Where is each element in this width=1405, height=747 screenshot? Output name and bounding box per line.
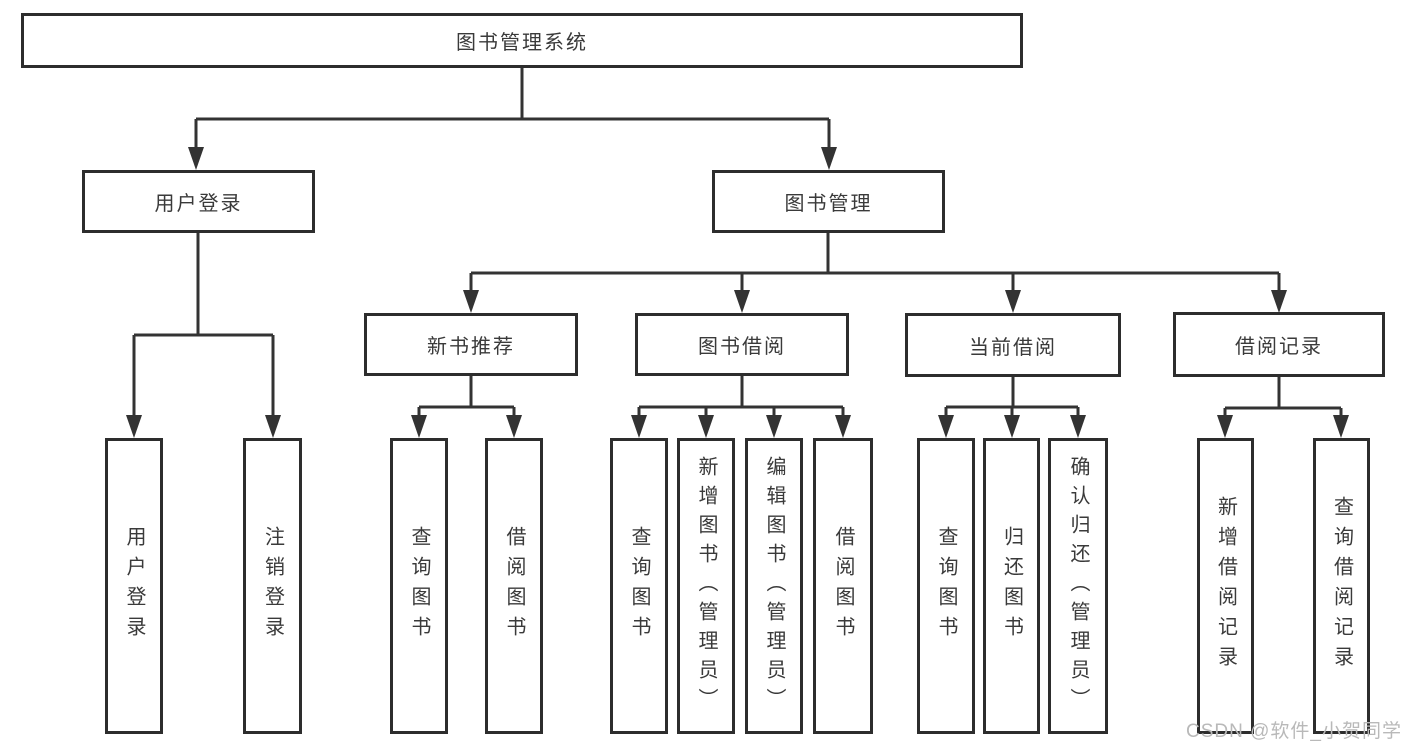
node-current-borrow-label: 当前借阅 bbox=[969, 336, 1057, 359]
leaf-query-borrow-record: 查询借阅记录 bbox=[1313, 438, 1370, 734]
node-user-login: 用户登录 bbox=[82, 170, 315, 233]
leaf-add-book-admin: 新增图书（管理员） bbox=[677, 438, 735, 734]
arrow-down-icon bbox=[698, 415, 714, 438]
connector-borrow-records-to-children bbox=[1223, 377, 1343, 434]
arrow-down-icon bbox=[835, 415, 851, 438]
arrow-down-icon bbox=[938, 415, 954, 438]
node-borrow-records-label: 借阅记录 bbox=[1235, 336, 1323, 358]
arrow-down-icon bbox=[463, 290, 479, 313]
leaf-borrow-books-recommend-label: 借阅图书 bbox=[503, 526, 525, 646]
connector-root-to-level2 bbox=[194, 68, 831, 166]
leaf-borrow-books: 借阅图书 bbox=[813, 438, 873, 734]
leaf-return-book-label: 归还图书 bbox=[1000, 526, 1023, 646]
arrow-down-icon bbox=[411, 415, 427, 438]
leaf-edit-book-admin-label: 编辑图书（管理员） bbox=[763, 455, 785, 717]
node-new-book-recommend-label: 新书推荐 bbox=[427, 336, 515, 358]
arrow-down-icon bbox=[1333, 415, 1349, 438]
connector-book-borrow-to-children bbox=[637, 376, 845, 434]
leaf-borrow-books-label: 借阅图书 bbox=[832, 526, 854, 646]
arrow-down-icon bbox=[821, 147, 837, 170]
node-book-borrow-label: 图书借阅 bbox=[698, 336, 786, 358]
leaf-edit-book-admin: 编辑图书（管理员） bbox=[745, 438, 803, 734]
arrow-down-icon bbox=[1004, 415, 1020, 438]
leaf-confirm-return-admin: 确认归还（管理员） bbox=[1048, 438, 1108, 734]
leaf-logout-label: 注销登录 bbox=[261, 526, 284, 646]
connector-new-book-to-children bbox=[417, 376, 516, 434]
arrow-down-icon bbox=[265, 415, 281, 438]
leaf-add-borrow-record: 新增借阅记录 bbox=[1197, 438, 1254, 734]
leaf-add-book-admin-label: 新增图书（管理员） bbox=[695, 455, 717, 717]
leaf-query-books-recommend: 查询图书 bbox=[390, 438, 448, 734]
arrow-down-icon bbox=[1005, 290, 1021, 313]
node-new-book-recommend: 新书推荐 bbox=[364, 313, 578, 376]
leaf-borrow-books-recommend: 借阅图书 bbox=[485, 438, 543, 734]
node-book-management: 图书管理 bbox=[712, 170, 945, 233]
connector-book-management-to-level3 bbox=[469, 233, 1281, 309]
node-root: 图书管理系统 bbox=[21, 13, 1023, 68]
node-current-borrow: 当前借阅 bbox=[905, 313, 1121, 377]
leaf-return-book: 归还图书 bbox=[983, 438, 1040, 734]
arrow-down-icon bbox=[631, 415, 647, 438]
leaf-confirm-return-admin-label: 确认归还（管理员） bbox=[1067, 455, 1089, 717]
node-root-label: 图书管理系统 bbox=[456, 32, 588, 54]
leaf-query-books-recommend-label: 查询图书 bbox=[408, 526, 430, 646]
leaf-query-books-borrow: 查询图书 bbox=[610, 438, 668, 734]
node-book-management-label: 图书管理 bbox=[784, 193, 873, 215]
leaf-user-login-label: 用户登录 bbox=[123, 526, 145, 646]
leaf-query-borrow-record-label: 查询借阅记录 bbox=[1330, 496, 1353, 676]
leaf-query-books-current: 查询图书 bbox=[917, 438, 975, 734]
leaf-user-login: 用户登录 bbox=[105, 438, 163, 734]
arrow-down-icon bbox=[1217, 415, 1233, 438]
connector-user-login-to-children bbox=[132, 233, 275, 434]
leaf-add-borrow-record-label: 新增借阅记录 bbox=[1214, 496, 1237, 676]
node-book-borrow: 图书借阅 bbox=[635, 313, 849, 376]
watermark: CSDN @软件_小贺同学 bbox=[1186, 721, 1402, 742]
arrow-down-icon bbox=[766, 415, 782, 438]
node-user-login-label: 用户登录 bbox=[154, 193, 243, 215]
arrow-down-icon bbox=[734, 290, 750, 313]
leaf-query-books-borrow-label: 查询图书 bbox=[628, 526, 650, 646]
node-borrow-records: 借阅记录 bbox=[1173, 312, 1385, 377]
arrow-down-icon bbox=[126, 415, 142, 438]
arrow-down-icon bbox=[1070, 415, 1086, 438]
arrow-down-icon bbox=[1271, 290, 1287, 313]
leaf-query-books-current-label: 查询图书 bbox=[935, 526, 957, 646]
arrow-down-icon bbox=[506, 415, 522, 438]
arrow-down-icon bbox=[188, 147, 204, 170]
leaf-logout: 注销登录 bbox=[243, 438, 302, 734]
